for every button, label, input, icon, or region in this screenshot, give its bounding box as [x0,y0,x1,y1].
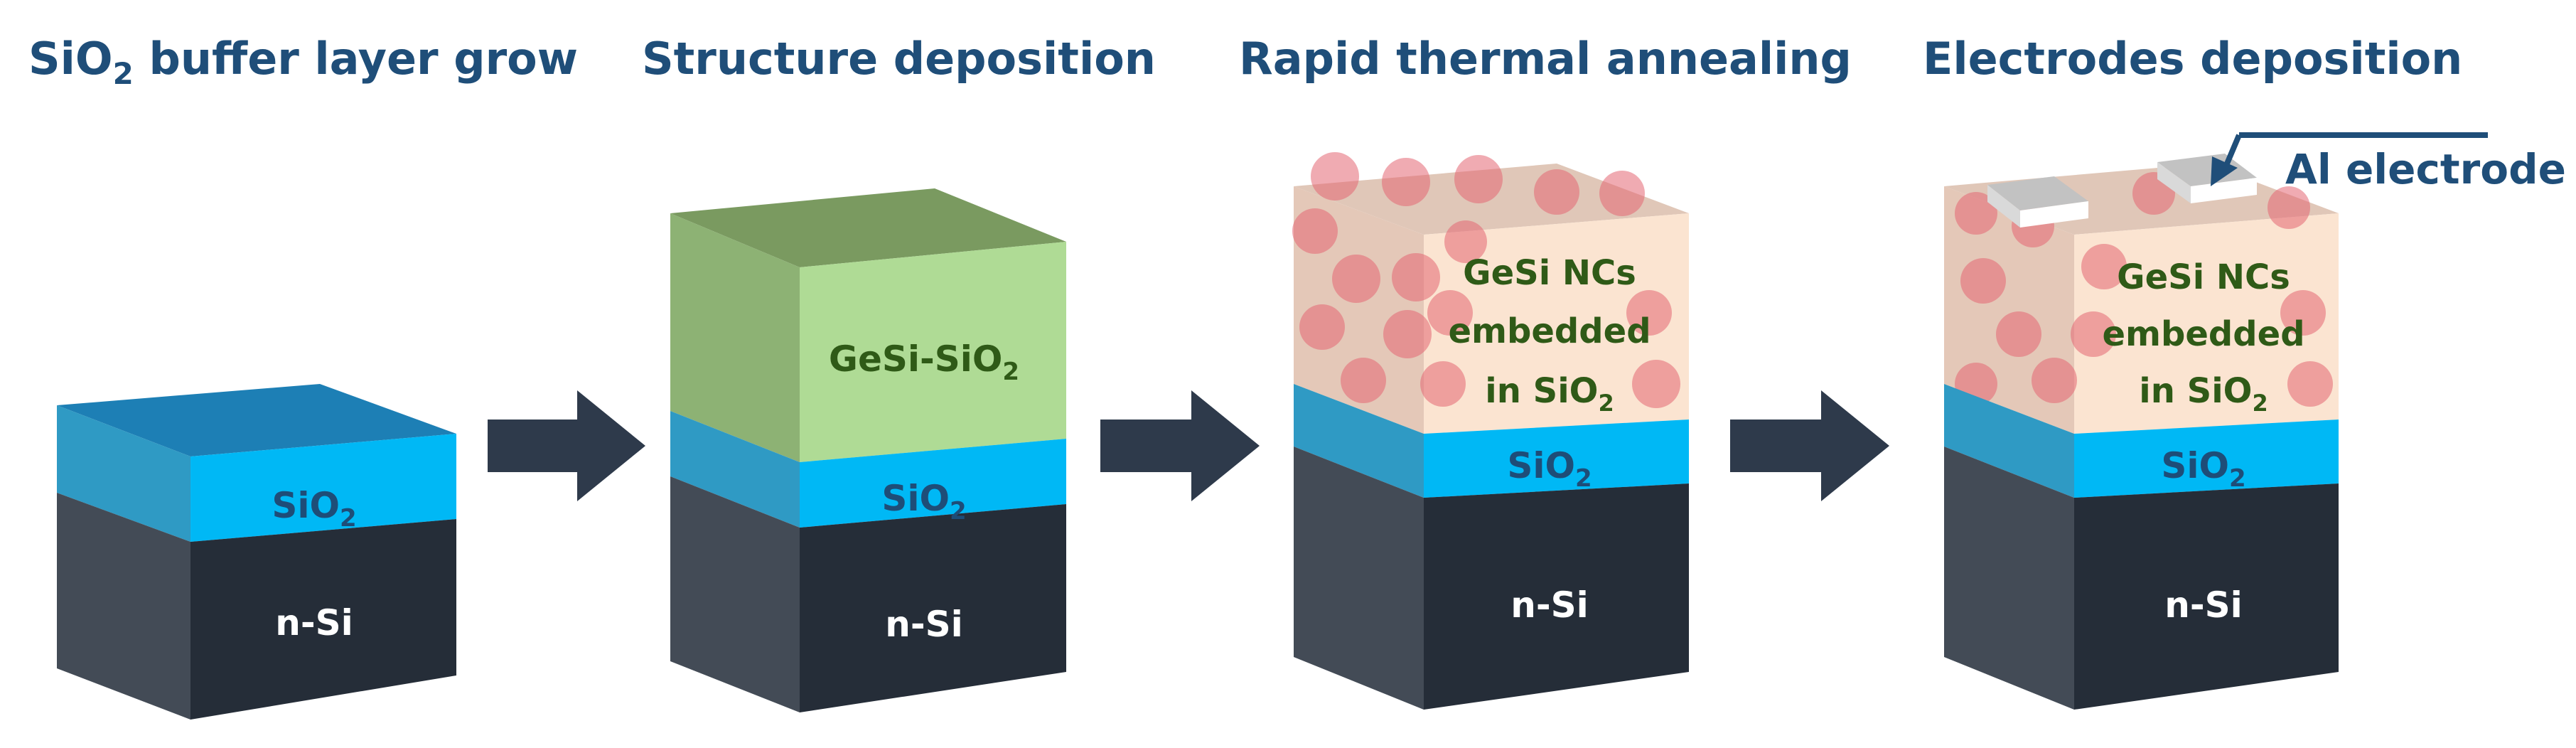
nc-label-line-1: GeSi NCs [1463,253,1636,293]
nanocrystal-dots [1292,152,1680,408]
step-2-title: Structure deposition [642,33,1156,85]
nanocrystal-dot [1383,310,1432,358]
nanocrystal-dot [1626,290,1672,336]
nanocrystal-dot [1454,155,1503,203]
al-electrode [2157,154,2257,203]
sio2-layer-top [57,384,456,456]
electrode-top [2157,154,2257,186]
step-4-title: Electrodes deposition [1923,33,2462,85]
nanocrystal-dot [1392,253,1440,301]
process-arrow-1 [488,390,645,501]
sio2-label: SiO2 [881,478,966,525]
sio2-layer-front [190,434,456,542]
nanocrystal-dot [1299,304,1345,350]
electrode-side [1987,185,2020,228]
nc-label-line-1: GeSi NCs [2117,257,2290,297]
nanocrystal-dot [1996,311,2041,357]
sio2-layer-side [670,411,800,528]
substrate-label: n-Si [1510,584,1589,626]
sio2-layer-side [1944,384,2074,498]
gesi-sio2-label: GeSi-SiO2 [829,338,1019,386]
step-4-block: GeSi NCs embedded in SiO2 SiO2 n-Si [1944,154,2339,710]
electrode-front [2191,178,2257,203]
gesi-sio2-layer-side [670,213,800,462]
nanocrystal-dot [2268,186,2310,229]
nc-label-line-2: embedded [2102,314,2304,354]
sio2-layer-front [800,439,1066,528]
sio2-label: SiO2 [272,485,356,533]
nc-label-line-3: in SiO2 [2139,371,2268,417]
electrode-callout-arrow [2211,132,2488,186]
electrode-side [2157,162,2191,203]
nanocrystal-dot [1599,171,1645,216]
substrate-layer-side [57,493,190,720]
step-3-title: Rapid thermal annealing [1239,33,1852,85]
nanocrystal-dot [1332,255,1380,303]
substrate-label: n-Si [275,602,353,643]
step-1-title: SiO2 buffer layer grow [28,33,578,91]
substrate-layer-front [1424,483,1689,710]
callout-arrowhead [2211,156,2238,186]
substrate-layer-front [190,519,456,720]
step-2-block: GeSi-SiO2 SiO2 n-Si [670,188,1066,712]
sio2-label: SiO2 [2161,445,2245,493]
nanocrystal-dot [2032,358,2077,403]
al-electrode [1987,176,2088,228]
electrode-top [1987,176,2088,210]
substrate-layer-side [1294,447,1424,710]
sio2-layer-side [57,405,190,542]
gesi-sio2-layer-top [670,188,1066,267]
gesi-sio2-layer-front [800,242,1066,462]
process-arrow-3 [1730,390,1889,501]
substrate-layer-side [670,476,800,712]
step-1-block: SiO2 n-Si [57,384,456,720]
nanocrystal-dot [1960,258,2006,304]
nanocrystal-dots [1955,172,2333,407]
nanocrystal-dot [1311,152,1359,201]
nc-label-line-2: embedded [1448,311,1651,351]
nanocrystal-dot [1341,358,1386,403]
nanocrystal-dot [1534,169,1579,215]
sio2-layer-front [1424,420,1689,498]
substrate-layer-front [800,504,1066,712]
nanocrystal-dot [2280,290,2326,336]
step-3-block: GeSi NCs embedded in SiO2 SiO2 n-Si [1292,152,1689,710]
substrate-layer-front [2074,483,2339,710]
nanocrystal-dot [1382,158,1430,206]
sio2-layer-front [2074,420,2339,498]
sio2-label: SiO2 [1507,445,1592,493]
nanocrystal-dot [2081,244,2127,289]
substrate-layer-side [1944,447,2074,710]
nanocrystal-dot [1292,208,1338,254]
nanocrystal-dot [2071,311,2116,357]
substrate-label: n-Si [2164,584,2243,626]
electrode-front [2020,201,2088,228]
nc-layer-front [2074,213,2339,434]
nanocrystal-dot [1420,361,1466,407]
nc-label-line-3: in SiO2 [1485,371,1614,417]
nanocrystal-dot [1444,220,1487,263]
sio2-layer-side [1294,384,1424,498]
process-arrow-2 [1100,390,1260,501]
nanocrystal-dot [1955,192,1997,235]
substrate-label: n-Si [885,604,963,645]
nanocrystal-dot [1427,290,1473,336]
nc-layer-front [1424,213,1689,434]
nanocrystal-dot [2287,361,2333,407]
al-electrode-label: Al electrode [2285,145,2566,193]
nanocrystal-dot [1632,360,1680,408]
